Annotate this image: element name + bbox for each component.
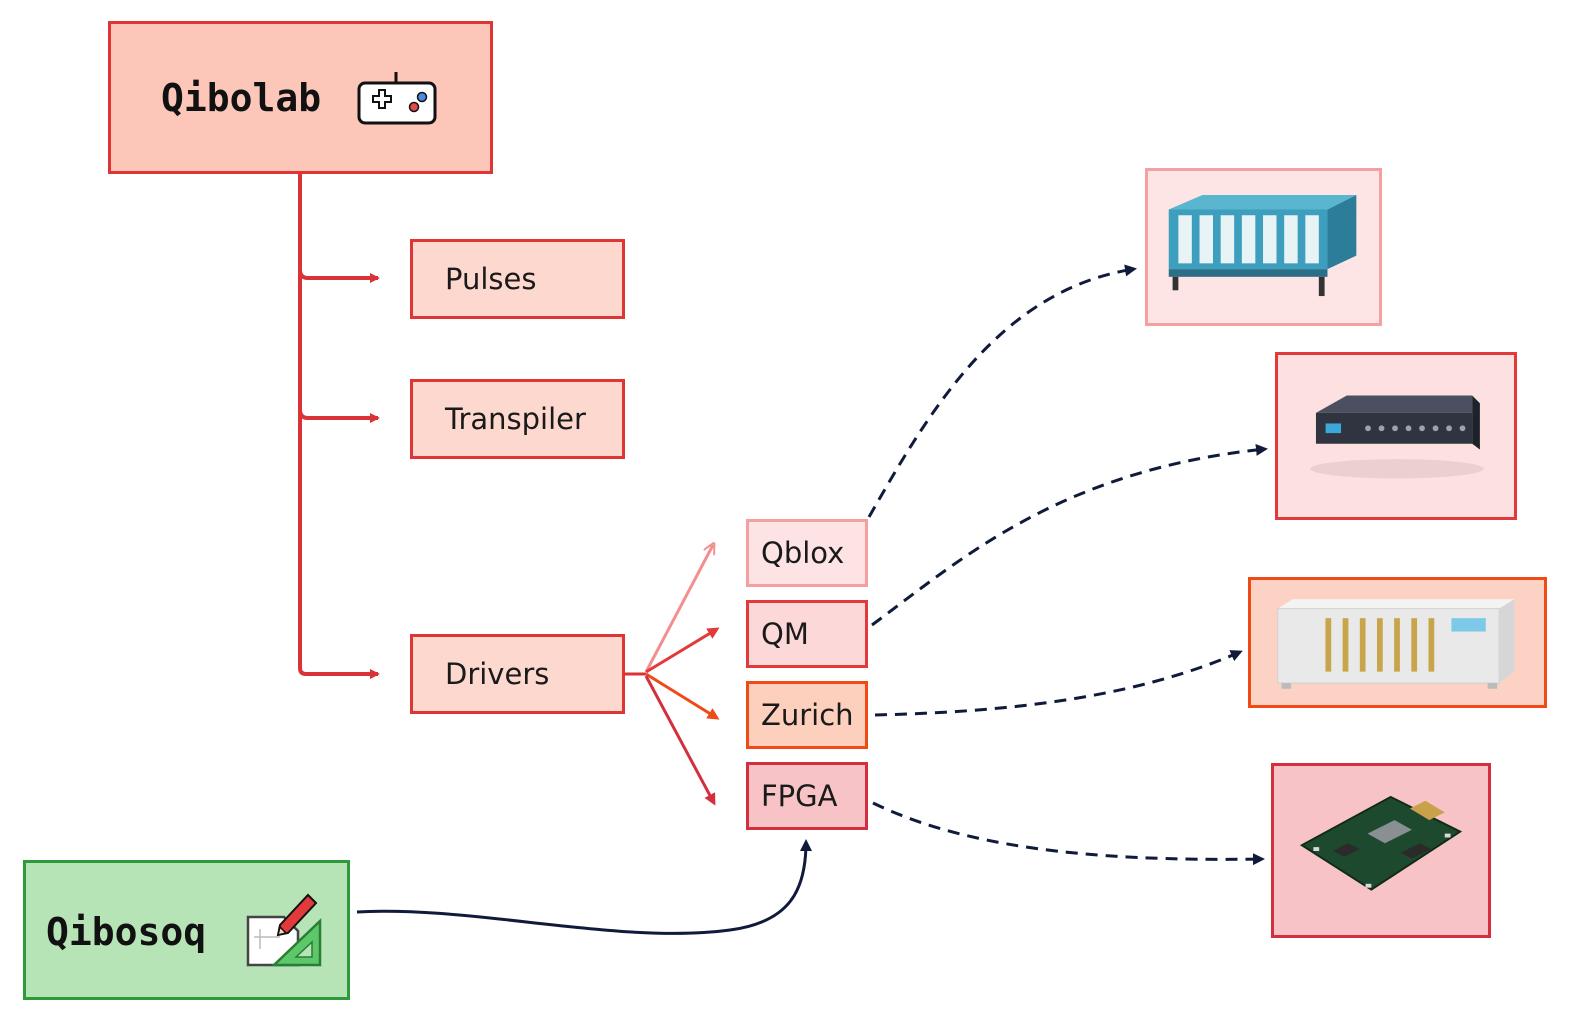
fpga-hardware-panel [1271, 763, 1491, 938]
drafting-icon [240, 887, 328, 973]
module-pulses: Pulses [410, 239, 625, 319]
module-drivers: Drivers [410, 634, 625, 714]
arrow-drivers-zurich [645, 672, 720, 720]
driver-zurich: Zurich [746, 681, 868, 749]
qm-hardware-panel [1275, 352, 1517, 520]
module-transpiler-label: Transpiler [445, 402, 586, 436]
zurich-instrument-image [1277, 599, 1515, 689]
driver-qm-label: QM [761, 617, 809, 651]
driver-qm: QM [746, 600, 868, 668]
arrow-drivers-qm [645, 627, 720, 674]
link-zurich-hardware [874, 650, 1243, 717]
link-qblox-hardware [867, 264, 1137, 518]
qm-controller-image [1310, 395, 1484, 479]
link-fpga-hardware [872, 801, 1265, 866]
driver-fpga: FPGA [746, 762, 868, 830]
qblox-rack-image [1168, 195, 1357, 297]
qibolab-title: Qibolab [161, 76, 322, 120]
qibolab-trunk [298, 174, 307, 676]
gamepad-icon [356, 69, 438, 127]
arrow-to-transpiler [298, 409, 380, 423]
driver-zurich-label: Zurich [761, 698, 854, 732]
qibosoq-box: Qibosoq [23, 860, 350, 1000]
qibolab-box: Qibolab [108, 21, 493, 174]
driver-qblox: Qblox [746, 519, 868, 587]
module-drivers-label: Drivers [445, 657, 550, 691]
link-qm-hardware [871, 443, 1268, 627]
fpga-board-image [1299, 795, 1463, 891]
qibosoq-title: Qibosoq [46, 910, 207, 954]
qblox-hardware-panel [1145, 168, 1382, 326]
module-pulses-label: Pulses [445, 262, 537, 296]
zurich-hardware-panel [1248, 577, 1547, 708]
arrow-to-pulses [298, 269, 380, 283]
module-transpiler: Transpiler [410, 379, 625, 459]
arrow-drivers-fpga [644, 675, 716, 806]
driver-fpga-label: FPGA [761, 779, 838, 813]
driver-qblox-label: Qblox [761, 536, 845, 570]
arrow-drivers-qblox [644, 545, 713, 673]
link-qibosoq-fpga [356, 839, 812, 935]
